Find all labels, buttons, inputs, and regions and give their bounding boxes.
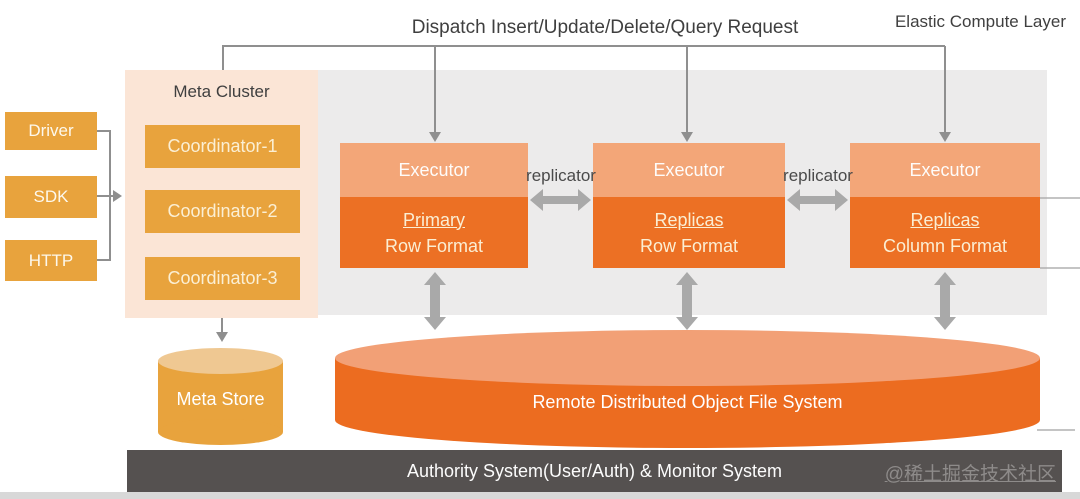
meta-store-label: Meta Store — [176, 389, 265, 409]
authority-monitor-bar: Authority System(User/Auth) & Monitor Sy… — [127, 450, 1062, 492]
executor-header: Executor — [340, 143, 528, 197]
dispatch-arrowheads — [429, 132, 951, 142]
executor-role: Primary — [403, 209, 465, 230]
watermark-text: @稀土掘金技术社区 — [884, 464, 1056, 485]
coordinator-box-3: Coordinator-3 — [145, 257, 300, 300]
client-bracket-lines — [97, 130, 113, 261]
client-arrowhead — [113, 190, 122, 202]
authority-monitor-label: Authority System(User/Auth) & Monitor Sy… — [406, 460, 783, 481]
storage-double-arrows — [424, 272, 956, 330]
replicator-label-2: replicator — [783, 166, 853, 185]
meta-store-cylinder — [158, 348, 283, 445]
bottom-strip — [0, 492, 1080, 499]
executor-body: Replicas Column Format — [850, 197, 1040, 268]
executor-format: Column Format — [882, 235, 1008, 256]
elastic-compute-label: Elastic Compute Layer — [894, 12, 1066, 31]
meta-cluster-label: Meta Cluster — [173, 82, 270, 101]
executor-header: Executor — [850, 143, 1040, 197]
remote-storage-label: Remote Distributed Object File System — [532, 392, 843, 412]
dispatch-connector-lines — [222, 45, 946, 134]
executor-format: Row Format — [639, 235, 738, 256]
dispatch-title: Dispatch Insert/Update/Delete/Query Requ… — [411, 17, 799, 38]
executor-role: Replicas — [910, 209, 980, 230]
meta-store-arrowhead — [216, 332, 228, 342]
replicator-label-1: replicator — [526, 166, 596, 185]
remote-storage-cylinder — [335, 330, 1040, 448]
executor-body: Primary Row Format — [340, 197, 528, 268]
executor-header: Executor — [593, 143, 785, 197]
right-edge-lines — [1037, 197, 1080, 431]
executor-node-primary: Executor Primary Row Format — [340, 143, 528, 268]
replicator-double-arrows — [530, 189, 848, 211]
client-box-sdk: SDK — [5, 176, 97, 218]
coordinator-box-2: Coordinator-2 — [145, 190, 300, 233]
executor-format: Row Format — [384, 235, 483, 256]
executor-node-replica-column: Executor Replicas Column Format — [850, 143, 1040, 268]
executor-body: Replicas Row Format — [593, 197, 785, 268]
executor-node-replica-row: Executor Replicas Row Format — [593, 143, 785, 268]
executor-role: Replicas — [654, 209, 724, 230]
client-box-http: HTTP — [5, 240, 97, 281]
coordinator-box-1: Coordinator-1 — [145, 125, 300, 168]
client-box-driver: Driver — [5, 112, 97, 150]
